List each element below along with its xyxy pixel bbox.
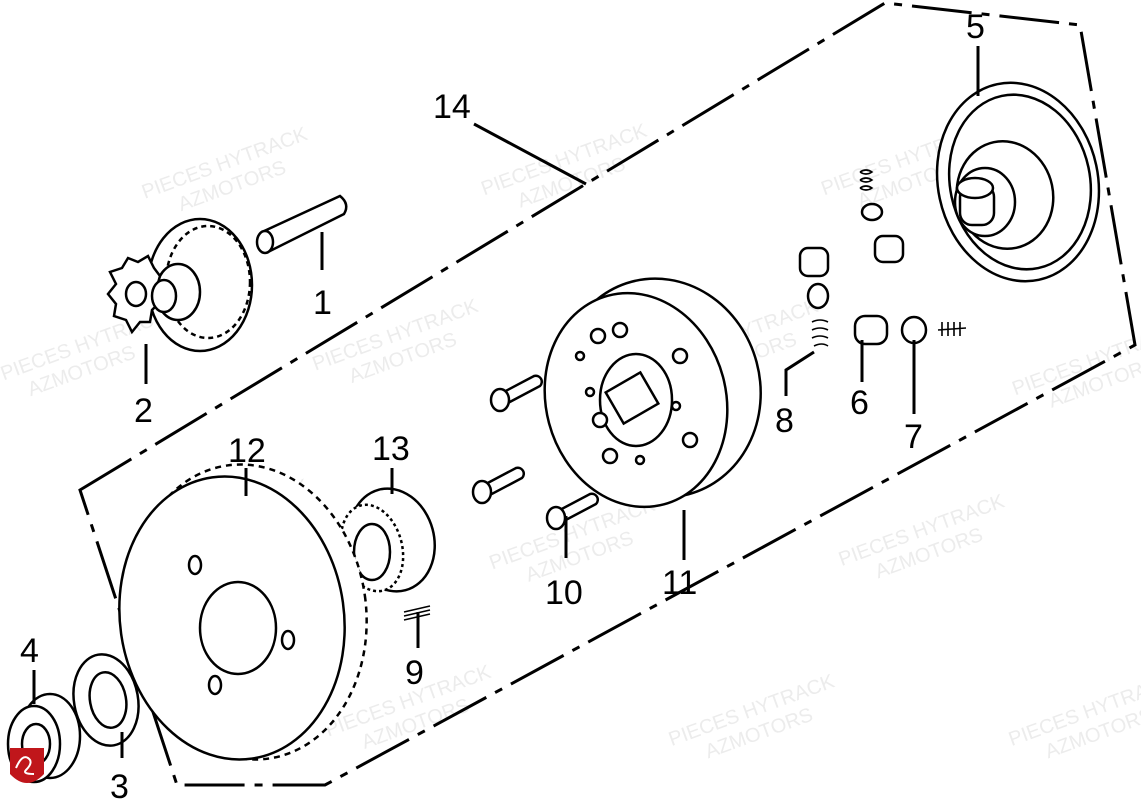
callout-9: 9	[405, 654, 424, 692]
callout-6: 6	[850, 384, 869, 422]
assembly-outline	[78, 1, 1137, 787]
callout-12: 12	[228, 432, 266, 470]
part-5-cover	[935, 81, 1101, 283]
callout-10: 10	[545, 574, 583, 612]
callout-3: 3	[110, 768, 129, 800]
brand-logo	[10, 748, 44, 783]
callout-4: 4	[20, 632, 39, 670]
callout-5: 5	[966, 8, 985, 46]
part-2-drive-gear	[106, 217, 254, 353]
part-10-bolts	[471, 374, 599, 531]
callout-7: 7	[904, 418, 923, 456]
part-11-starter-clutch	[543, 277, 762, 509]
callout-13: 13	[372, 430, 410, 468]
part-12-large-gear	[118, 463, 368, 761]
callout-8: 8	[775, 402, 794, 440]
small-parts-group	[798, 169, 967, 347]
callout-1: 1	[313, 284, 332, 322]
callout-2: 2	[134, 392, 153, 430]
part-1-pin	[255, 194, 348, 255]
callout-14: 14	[433, 88, 471, 126]
part-3-washer	[72, 653, 140, 747]
leader-lines	[32, 46, 980, 758]
callout-11: 11	[662, 564, 697, 602]
